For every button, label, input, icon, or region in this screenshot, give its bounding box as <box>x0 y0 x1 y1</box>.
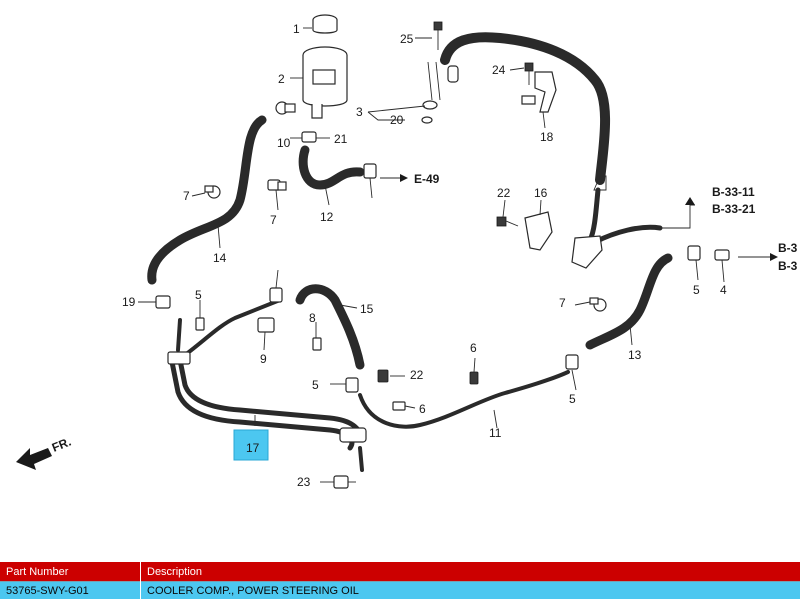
reference-b-33-11[interactable]: B-33-11 <box>712 185 755 199</box>
clamp-21-lower[interactable] <box>363 163 377 179</box>
cooler-comp-17[interactable] <box>167 298 367 472</box>
bolt-22-upper[interactable] <box>496 216 519 227</box>
clamp-21-upper[interactable] <box>301 131 317 143</box>
callout-4[interactable]: 4 <box>720 283 727 297</box>
callout-15[interactable]: 15 <box>360 302 374 316</box>
reservoir-cap-1[interactable] <box>312 14 338 34</box>
callout-21[interactable]: 21 <box>334 132 348 146</box>
clamp-19-top[interactable] <box>269 287 283 303</box>
fitting-3[interactable] <box>421 65 459 124</box>
callout-19[interactable]: 19 <box>122 295 136 309</box>
reference-b-3[interactable]: B-3 <box>778 259 798 273</box>
part-number-cell[interactable]: 53765-SWY-G01 <box>0 581 141 599</box>
callout-8[interactable]: 8 <box>309 311 316 325</box>
clamp-7-left[interactable] <box>204 185 221 199</box>
callout-3[interactable]: 3 <box>356 105 363 119</box>
callout-9[interactable]: 9 <box>260 352 267 366</box>
table-row[interactable]: 53765-SWY-G01 COOLER COMP., POWER STEERI… <box>0 581 800 599</box>
bracket-16[interactable] <box>524 211 553 251</box>
bolt-4[interactable] <box>714 249 730 261</box>
clamp-19-left[interactable] <box>155 295 171 309</box>
clamp-19-far-right[interactable] <box>687 245 701 261</box>
reference-b-33-21[interactable]: B-33-21 <box>712 202 756 216</box>
callout-11[interactable]: 11 <box>489 426 502 440</box>
header-part-number[interactable]: Part Number <box>0 562 141 582</box>
bolt-6-upper[interactable] <box>469 371 479 385</box>
bolt-22-lower[interactable] <box>377 369 389 383</box>
pressure-hose-top[interactable] <box>440 32 611 185</box>
description-cell[interactable]: COOLER COMP., POWER STEERING OIL <box>140 581 800 599</box>
callout-5[interactable]: 5 <box>195 288 202 302</box>
reference-b-3[interactable]: B-3 <box>778 241 798 255</box>
bolt-25[interactable] <box>433 21 443 50</box>
parts-diagram: FR. 123102112252024187714221619598155226… <box>16 14 798 489</box>
callout-2[interactable]: 2 <box>278 72 285 86</box>
reservoir-2[interactable] <box>302 46 348 119</box>
callout-23[interactable]: 23 <box>297 475 311 489</box>
clamp-19-mid[interactable] <box>345 377 359 393</box>
bolt-8[interactable] <box>312 337 322 351</box>
callout-14[interactable]: 14 <box>213 251 227 265</box>
clamp-19-right[interactable] <box>565 354 579 370</box>
callout-7[interactable]: 7 <box>559 296 566 310</box>
front-direction-arrow: FR. <box>16 435 73 470</box>
callout-7[interactable]: 7 <box>270 213 277 227</box>
parts-table: Part Number Description 53765-SWY-G01 CO… <box>0 562 800 599</box>
reference-e-49[interactable]: E-49 <box>414 172 440 186</box>
bolt-23[interactable] <box>333 475 356 489</box>
callout-17-highlight[interactable] <box>233 429 269 461</box>
bolt-9[interactable] <box>257 317 275 333</box>
return-line-11[interactable] <box>358 370 570 429</box>
callout-20[interactable]: 20 <box>390 113 404 127</box>
bolt-5[interactable] <box>195 317 205 331</box>
bolt-6-lower[interactable] <box>392 401 406 411</box>
direction-label: FR. <box>50 435 73 455</box>
header-description[interactable]: Description <box>140 562 800 582</box>
callout-5[interactable]: 5 <box>693 283 700 297</box>
bolt-24[interactable] <box>524 62 534 85</box>
callout-6[interactable]: 6 <box>419 402 426 416</box>
clamp-10[interactable] <box>275 101 296 115</box>
callout-17[interactable]: 17 <box>246 441 260 455</box>
callout-5[interactable]: 5 <box>312 378 319 392</box>
callout-18[interactable]: 18 <box>540 130 554 144</box>
callout-5[interactable]: 5 <box>569 392 576 406</box>
callout-16[interactable]: 16 <box>534 186 548 200</box>
reference-labels: E-49B-33-11B-33-21B-3B-3 <box>414 172 798 273</box>
callout-10[interactable]: 10 <box>277 136 291 150</box>
bracket-18[interactable] <box>521 71 557 113</box>
callout-13[interactable]: 13 <box>628 348 642 362</box>
callout-12[interactable]: 12 <box>320 210 334 224</box>
pressure-line-b33[interactable] <box>587 187 663 245</box>
callout-22[interactable]: 22 <box>497 186 511 200</box>
clamp-7-right[interactable] <box>589 297 607 312</box>
hose-bracket[interactable] <box>571 175 607 269</box>
clamp-7-mid[interactable] <box>267 179 287 191</box>
callout-25[interactable]: 25 <box>400 32 414 46</box>
callout-1[interactable]: 1 <box>293 22 300 36</box>
callout-22[interactable]: 22 <box>410 368 424 382</box>
callout-24[interactable]: 24 <box>492 63 506 77</box>
callout-7[interactable]: 7 <box>183 189 190 203</box>
parts-table-header: Part Number Description <box>0 562 800 582</box>
callout-6[interactable]: 6 <box>470 341 477 355</box>
hose-14[interactable] <box>147 115 267 285</box>
